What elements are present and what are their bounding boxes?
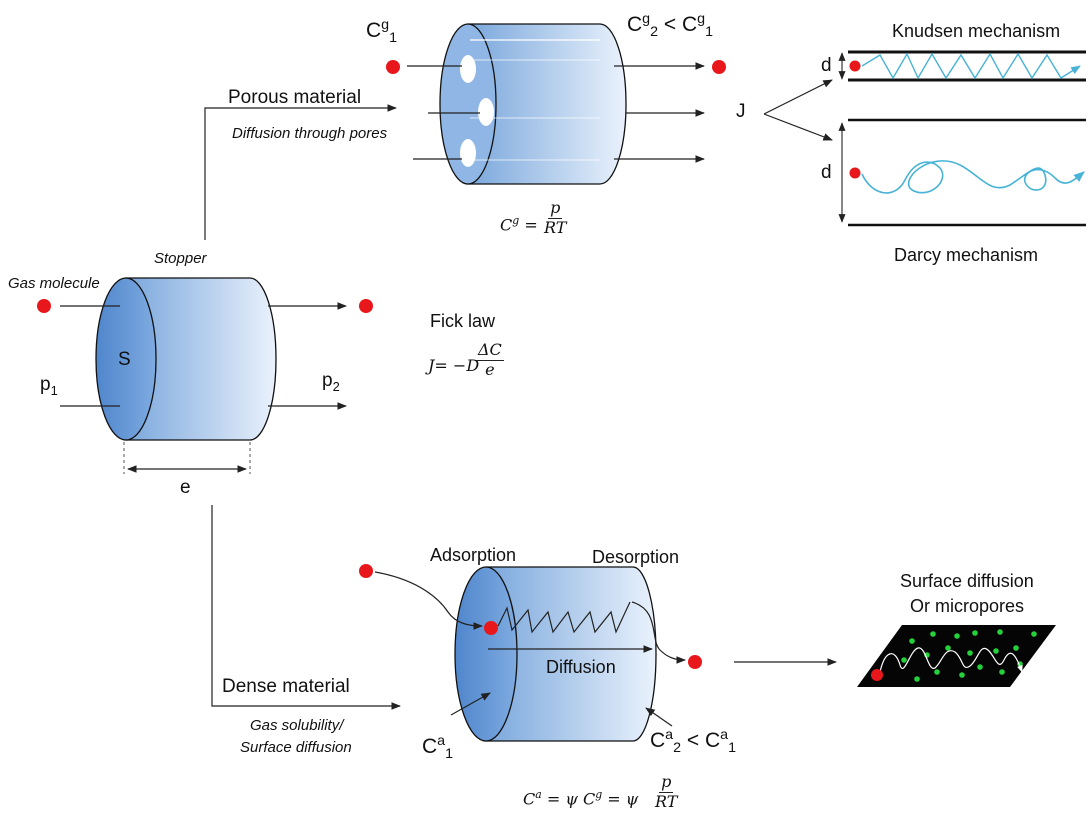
gas-molecule-dense-out	[688, 655, 702, 669]
fick-eq-numerator: ΔC	[476, 340, 504, 361]
surface-s-label: S	[118, 349, 131, 370]
surface-diffusion-sub-label: Surface diffusion	[240, 739, 352, 756]
desorption-path	[631, 601, 686, 664]
ca-eq-numerator: p	[659, 772, 674, 793]
cg1-label: Cg1	[366, 17, 398, 47]
darcy-channel	[838, 118, 1086, 227]
micropore-dots	[901, 629, 1037, 682]
knudsen-label: Knudsen mechanism	[892, 21, 1061, 41]
micropores-title: Or micropores	[910, 596, 1025, 616]
knudsen-channel	[838, 50, 1086, 82]
surface-diffusion-title: Surface diffusion	[900, 571, 1034, 591]
gas-molecule-dense-in	[359, 564, 373, 578]
gas-solubility-label: Gas solubility/	[250, 717, 344, 734]
cg-eq-numerator: p	[548, 198, 563, 219]
ca1-pointer	[450, 692, 491, 716]
porous-material-label: Porous material	[228, 87, 362, 108]
surface-path	[879, 647, 1023, 673]
fick-law-title: Fick law	[430, 311, 496, 331]
diffusion-through-pores-label: Diffusion through pores	[232, 125, 388, 142]
connector-to-dense	[211, 505, 401, 710]
adsorption-label: Adsorption	[430, 545, 517, 565]
gas-molecule-porous-in	[386, 60, 400, 74]
dense-material-label: Dense material	[222, 676, 350, 697]
knudsen-d-label: d	[821, 55, 832, 76]
cg2-label: Cg2 < Cg1	[627, 11, 714, 41]
gas-molecule-label: Gas molecule	[8, 275, 100, 292]
porous-cylinder	[439, 23, 627, 185]
pore-2	[478, 98, 494, 126]
stopper-cylinder	[95, 277, 277, 441]
fick-eq-denominator: e	[485, 359, 495, 379]
darcy-molecule	[849, 167, 861, 179]
p2-label: p2	[322, 370, 340, 394]
knudsen-path	[861, 52, 1081, 80]
surface-molecule	[871, 669, 883, 681]
darcy-path	[861, 160, 1085, 194]
surface-zigzag-path	[497, 601, 631, 634]
adsorbed-molecule	[484, 621, 498, 635]
surface-plate	[857, 625, 1056, 687]
gas-molecule-porous-out	[712, 60, 726, 74]
pore-3	[460, 139, 476, 167]
darcy-d-label: d	[821, 162, 832, 183]
knudsen-molecule	[849, 60, 861, 72]
gas-molecule-in	[37, 299, 51, 313]
flux-label: J	[736, 101, 746, 122]
thickness-e-label: e	[180, 477, 191, 498]
flux-to-darcy-arrow	[763, 113, 833, 141]
darcy-label: Darcy mechanism	[894, 245, 1039, 265]
diffusion-label: Diffusion	[546, 657, 616, 677]
cg-eq-denominator: RT	[544, 217, 567, 237]
ca2-pointer	[645, 707, 673, 727]
ca-eq-denominator: RT	[655, 791, 678, 811]
fick-eq-lhs: J= −D	[428, 356, 480, 375]
ca1-label: Ca1	[422, 733, 454, 763]
desorption-label: Desorption	[592, 547, 680, 567]
p1-label: p1	[40, 374, 58, 398]
flux-to-knudsen-arrow	[763, 79, 833, 115]
ca2-label: Ca2 < Ca1	[650, 727, 737, 757]
connector-to-porous	[204, 104, 397, 240]
dense-cylinder	[454, 566, 657, 742]
stopper-label: Stopper	[154, 250, 207, 267]
gas-molecule-out	[359, 299, 373, 313]
adsorption-path	[374, 571, 483, 630]
pore-1	[460, 55, 476, 83]
